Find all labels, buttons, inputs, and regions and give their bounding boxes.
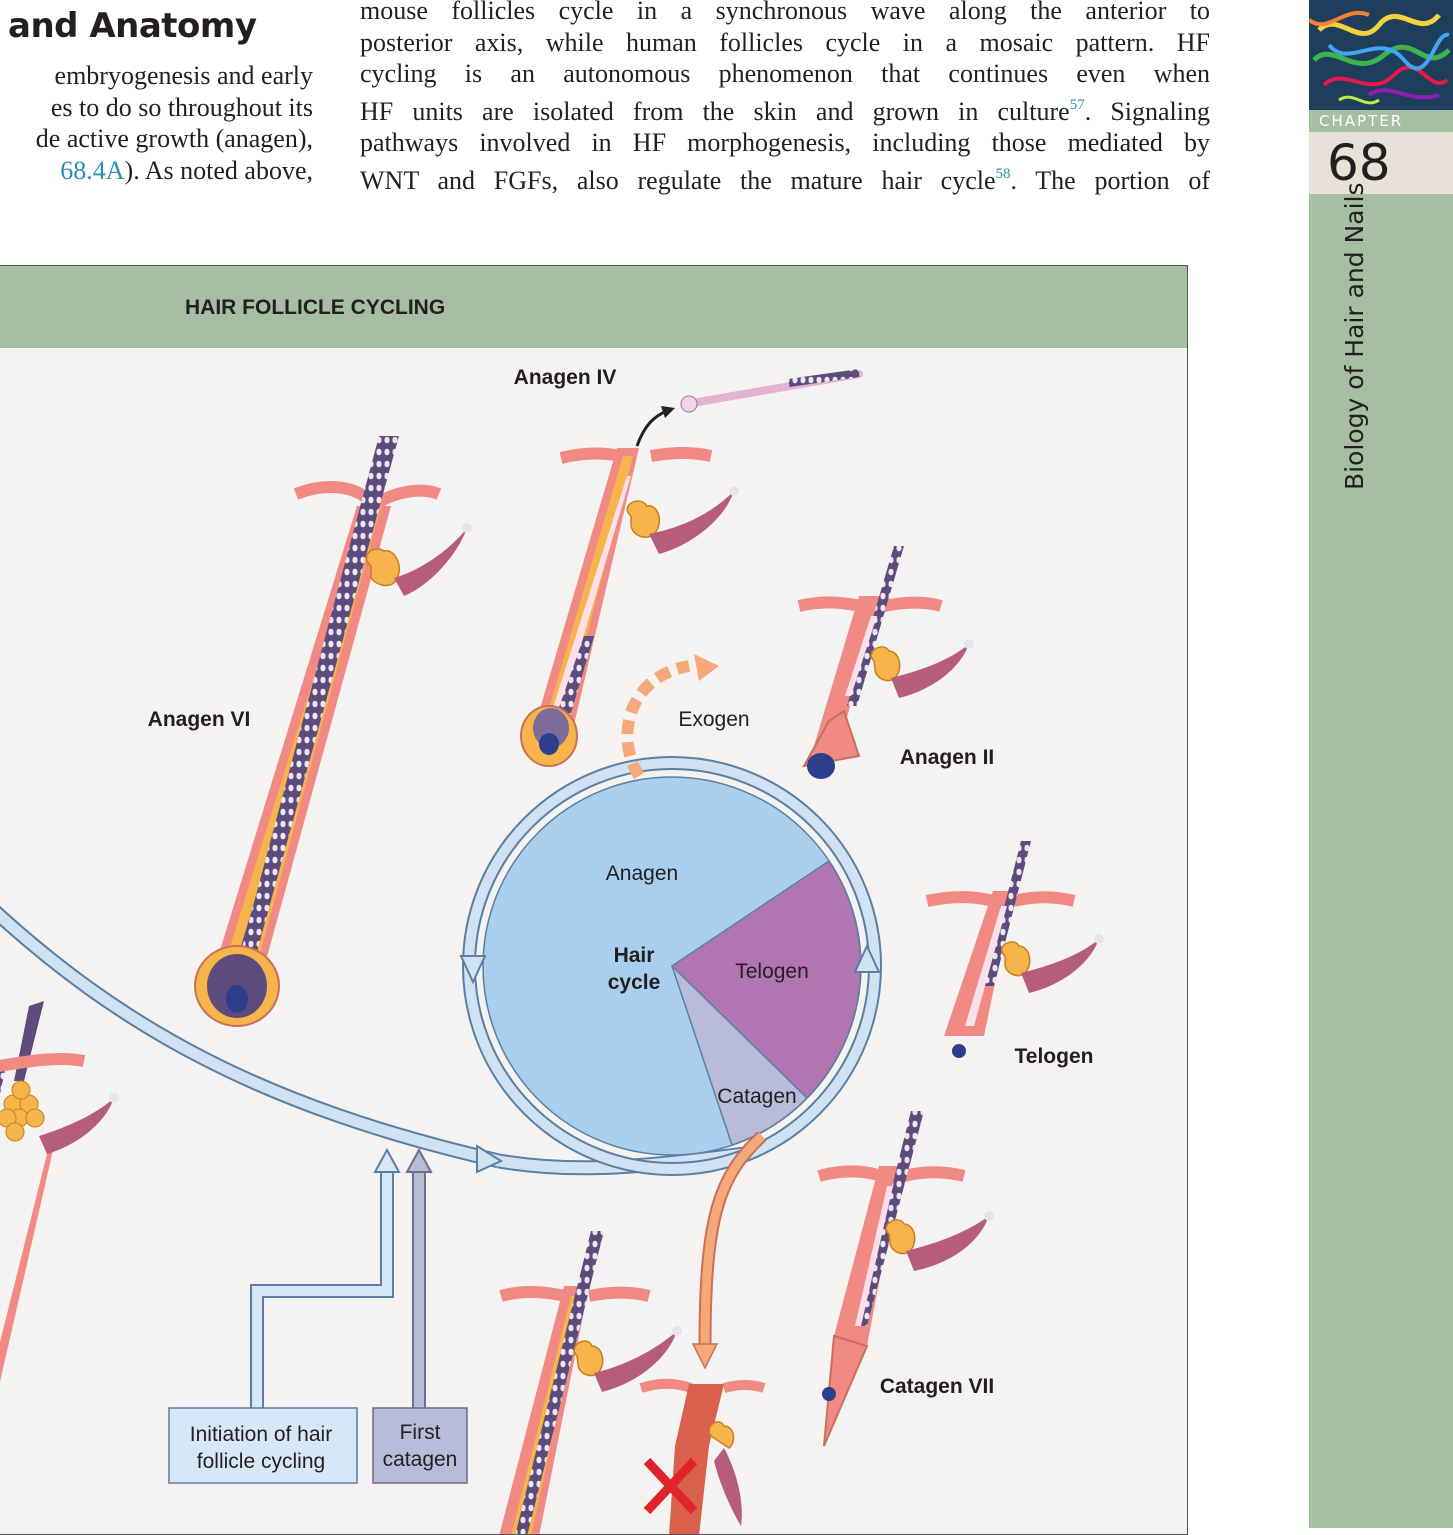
exogen-arrow (621, 660, 691, 780)
telogen-segment (670, 859, 862, 1100)
chapter-tab (1309, 0, 1453, 1528)
section-heading: and Anatomy (8, 6, 257, 46)
follicle-removed (639, 1378, 766, 1534)
follicle-telogen (925, 841, 1104, 1058)
initiation-arrow (250, 1147, 401, 1408)
follicle-catagen-vii (817, 1111, 994, 1447)
first-catagen-arrow (405, 1147, 433, 1408)
chapter-number: 68 (1309, 132, 1453, 194)
follicle-bottom-anagen (499, 1231, 682, 1534)
anagen-vi-label: Anagen VI (148, 708, 251, 731)
left-line: 68.4A). As noted above, (60, 155, 313, 185)
chapter-title: Biology of Hair and Nails (1340, 182, 1369, 491)
first-catagen-box-line2: catagen (383, 1448, 458, 1471)
follicle-anagen-ii (797, 546, 974, 779)
follicle-anagen-iv (520, 369, 863, 767)
right-line: HF units are isolated from the skin and … (360, 96, 1210, 126)
first-catagen-box (372, 1407, 468, 1484)
hair-cycle-diagram: Hair cycle Anagen Telogen Catagen (459, 756, 882, 1176)
right-line: cycling is an autonomous phenomenon that… (360, 59, 1210, 88)
right-line: posterior axis, while human follicles cy… (360, 27, 1210, 57)
catagen-vii-label: Catagen VII (880, 1375, 994, 1398)
sebaceous-gland-cluster (0, 1080, 45, 1142)
right-line: WNT and FGFs, also regulate the mature h… (360, 165, 1210, 195)
right-line: mouse follicles cycle in a synchronous w… (360, 0, 1210, 25)
left-line: es to do so throughout its (50, 92, 313, 122)
catagen-segment (671, 965, 809, 1146)
cycle-center-line1: Hair (614, 944, 655, 967)
figure-illustration: Hair cycle Anagen Telogen Catagen Exogen (0, 366, 1104, 1534)
left-column-text: embryogenesis and early es to do so thro… (0, 60, 313, 186)
hair-follicle-cycling-figure: HAIR FOLLICLE CYCLING Hair cycle Anage (0, 265, 1188, 1535)
citation-58[interactable]: 58 (995, 165, 1011, 182)
right-line: pathways involved in HF morphogenesis, i… (360, 128, 1210, 157)
cycle-center-line2: cycle (608, 971, 661, 994)
shed-hair-arrow (635, 409, 668, 447)
left-line: embryogenesis and early (54, 61, 313, 90)
chapter-label: CHAPTER (1309, 110, 1453, 132)
figure-title: HAIR FOLLICLE CYCLING (185, 296, 446, 319)
initiation-box (168, 1407, 358, 1484)
anagen-ii-label: Anagen II (900, 746, 995, 769)
telogen-label: Telogen (735, 960, 809, 983)
figure-reference-link[interactable]: 68.4A (60, 155, 125, 185)
initiation-box-line1: Initiation of hair (190, 1423, 332, 1446)
chapter-cover-image (1309, 0, 1453, 110)
right-column-text: mouse follicles cycle in a synchronous w… (360, 0, 1210, 196)
exogen-label: Exogen (678, 708, 749, 731)
initiation-box-line2: follicle cycling (197, 1450, 325, 1473)
anagen-iv-label: Anagen IV (514, 366, 617, 389)
follicle-left-partial (0, 1001, 119, 1382)
red-x-icon (643, 1457, 698, 1515)
follicle-anagen-vi (194, 436, 472, 1027)
catagen-label: Catagen (717, 1085, 796, 1108)
figure-header (0, 266, 1187, 348)
telogen-label-outer: Telogen (1015, 1045, 1094, 1068)
anagen-label: Anagen (606, 862, 678, 885)
first-catagen-box-line1: First (400, 1421, 441, 1444)
left-line: de active growth (anagen), (35, 124, 313, 153)
citation-57[interactable]: 57 (1069, 96, 1085, 113)
